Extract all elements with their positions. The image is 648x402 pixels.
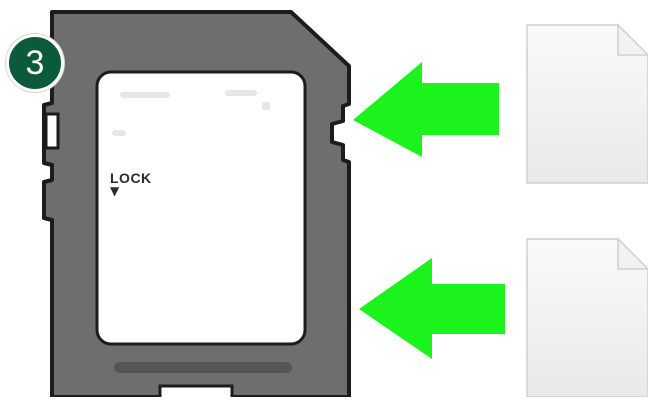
sd-card-bottom-slot bbox=[114, 362, 292, 373]
file-icon-top bbox=[527, 25, 648, 183]
arrow-to-card-bottom bbox=[359, 258, 505, 359]
sd-card-notch bbox=[46, 114, 58, 148]
sd-card-label-area bbox=[97, 72, 305, 344]
arrow-to-lock-switch bbox=[353, 62, 499, 157]
step-number-badge: 3 bbox=[6, 34, 64, 92]
sd-card bbox=[44, 12, 349, 397]
sd-card-bottom-tab bbox=[160, 386, 232, 397]
lock-arrow-glyph: ▼ bbox=[110, 185, 119, 197]
file-icon-bottom bbox=[527, 239, 648, 397]
